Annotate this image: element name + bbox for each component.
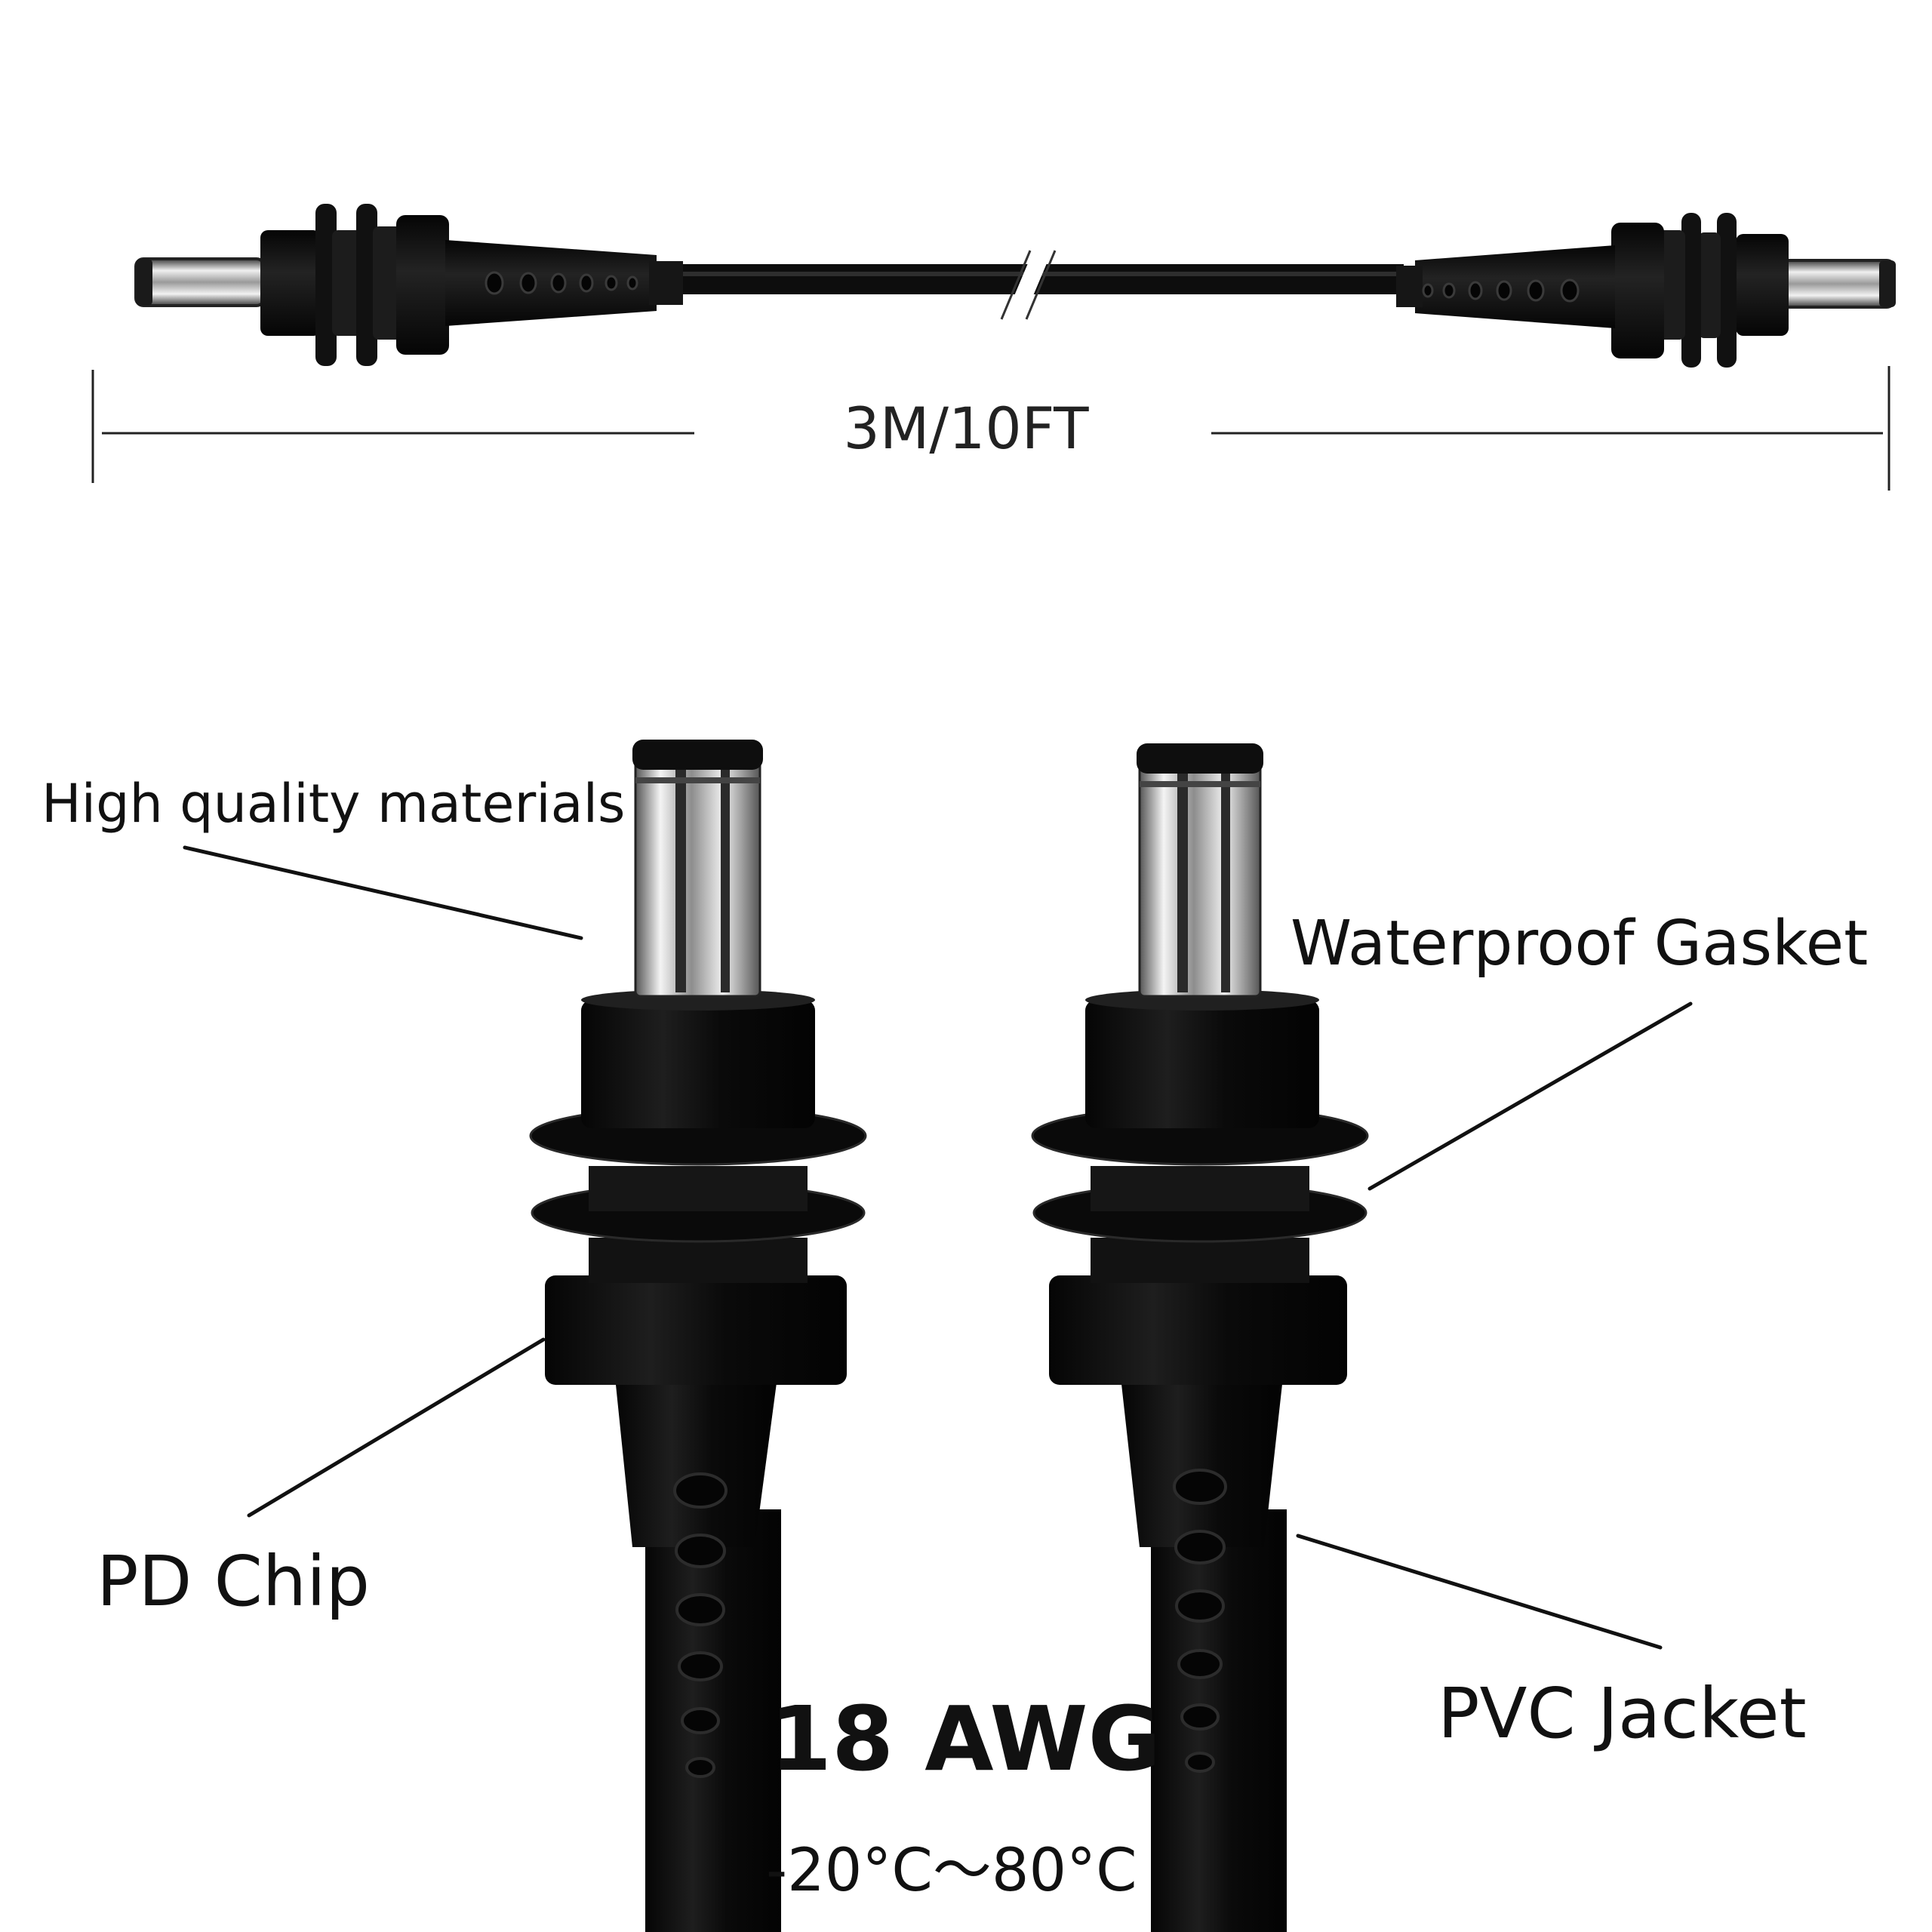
leader-waterproof: [1367, 1001, 1693, 1191]
cable-length-label: 3M/10FT: [843, 395, 1089, 462]
closeup-right-connector: [1031, 743, 1369, 1932]
overview-cable: [134, 204, 1896, 368]
overview-break-mark: [1000, 249, 1057, 321]
leader-pd-chip: [247, 1337, 546, 1518]
wire-gauge-label: 18 AWG: [770, 1687, 1161, 1791]
callout-high-quality-materials: High quality materials: [42, 773, 626, 835]
overview-right-connector: [1396, 213, 1896, 368]
overview-left-connector: [134, 204, 683, 366]
callout-pd-chip: PD Chip: [97, 1541, 371, 1622]
leader-pvc: [1296, 1534, 1663, 1650]
dimension-line: [91, 366, 1890, 491]
temperature-range-label: -20°C～80°C: [766, 1837, 1137, 1905]
closeup-right-vent-holes: [1173, 1469, 1227, 1773]
overview-right-vent-holes: [1422, 278, 1580, 303]
callout-waterproof-gasket: Waterproof Gasket: [1291, 908, 1869, 980]
leader-high-quality: [183, 845, 583, 940]
overview-left-vent-holes: [485, 271, 638, 295]
callout-lines: [183, 845, 1693, 1650]
closeup-left-connector: [529, 740, 867, 1932]
closeup-left-vent-holes: [673, 1472, 728, 1778]
callout-pvc-jacket: PVC Jacket: [1438, 1673, 1807, 1754]
